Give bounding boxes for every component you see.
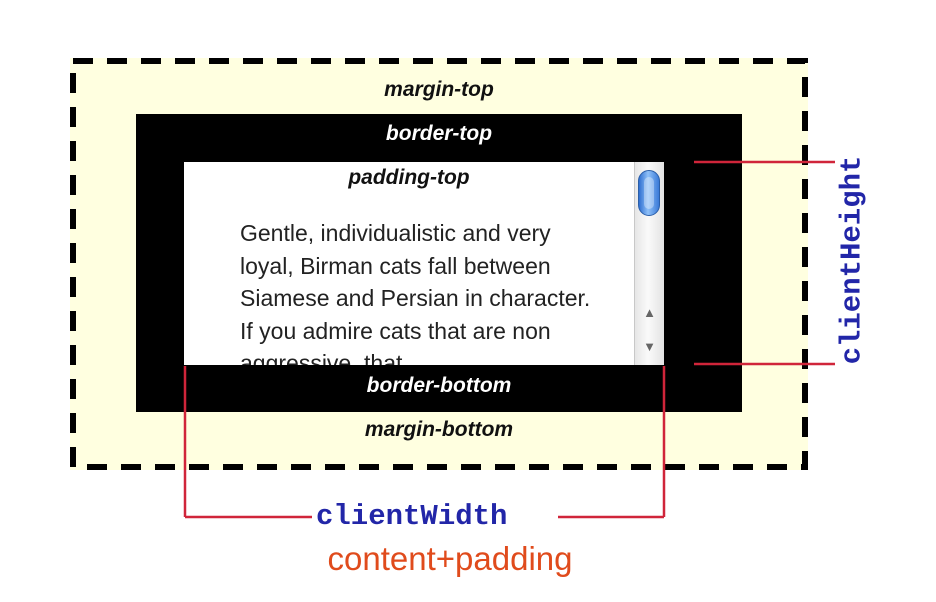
scroll-up-arrow-icon[interactable]: ▲ (643, 305, 656, 320)
border-bottom-label: border-bottom (366, 374, 512, 397)
margin-bottom-label: margin-bottom (364, 418, 514, 441)
content-padding-note: content+padding (327, 540, 573, 577)
content-text: Gentle, individualistic and very loyal, … (240, 220, 591, 365)
client-height-label: clientHeight (835, 155, 869, 365)
scroll-down-arrow-icon[interactable]: ▼ (643, 339, 656, 354)
thumb-highlight (644, 177, 654, 209)
margin-dashed-outline (70, 58, 808, 470)
padding-content-area: padding-top Gentle, individualistic and … (184, 162, 664, 365)
client-width-label: clientWidth (316, 500, 508, 533)
padding-top-label: padding-top (348, 166, 470, 189)
scrollbar-thumb[interactable] (638, 170, 660, 216)
margin-top-label: margin-top (384, 78, 494, 101)
vertical-scrollbar[interactable]: ▲ ▼ (634, 162, 664, 365)
border-top-label: border-top (385, 122, 493, 145)
